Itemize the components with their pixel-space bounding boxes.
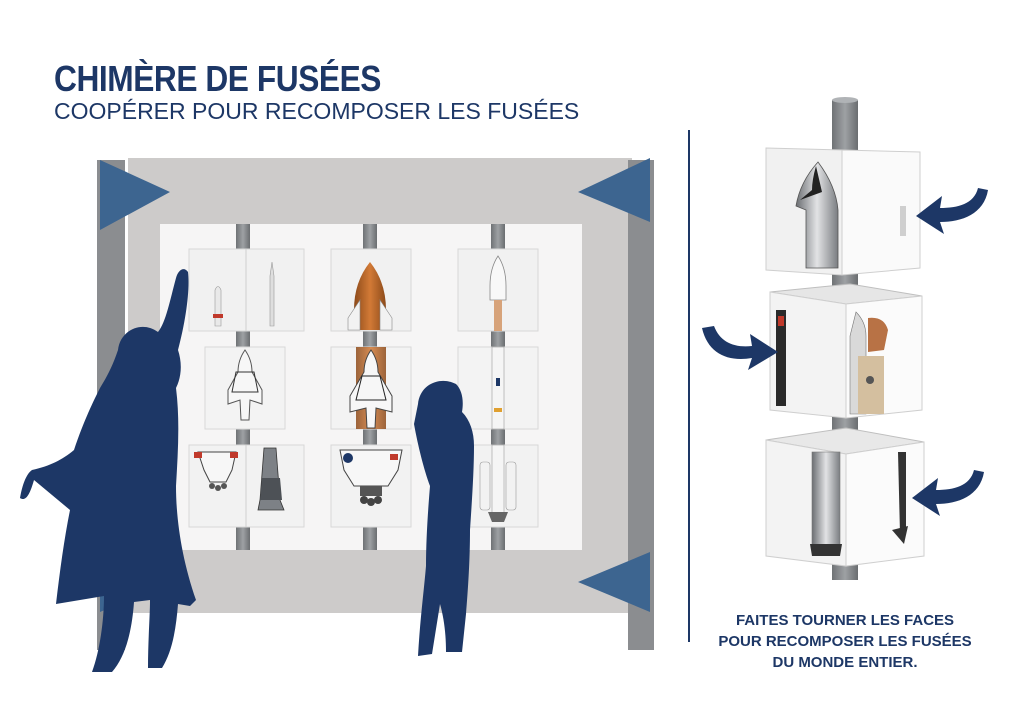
corner-bracket-bottom-right [578, 552, 650, 612]
detail-cube-bottom[interactable] [765, 427, 925, 567]
corner-bracket-top-left [100, 160, 170, 230]
rocket-icon [269, 261, 275, 327]
tile-c2-r2[interactable] [330, 346, 412, 430]
silhouette-child-icon [20, 269, 474, 672]
tile-c1-r3[interactable] [188, 444, 305, 528]
tile-c1-r2[interactable] [204, 346, 286, 430]
detail-cube-middle[interactable] [769, 283, 923, 419]
curved-arrow-icon [702, 188, 988, 516]
caption-line-1: FAITES TOURNER LES FACES [735, 612, 955, 629]
vertical-divider [688, 130, 690, 642]
page-subtitle: COOPÉRER POUR RECOMPOSER LES FUSÉES [54, 98, 580, 124]
corner-bracket-top-right [578, 158, 650, 222]
column-detail [765, 97, 925, 580]
tile-c2-r3[interactable] [330, 444, 412, 528]
instruction-caption: FAITES TOURNER LES FACES POUR RECOMPOSER… [700, 610, 990, 673]
tile-c3-r2[interactable] [457, 346, 539, 430]
external-tank-icon [354, 262, 386, 330]
detail-cube-top[interactable] [765, 147, 921, 276]
tile-c3-r1[interactable] [457, 248, 539, 332]
shuttle-icon [349, 349, 393, 429]
rocket-icon [214, 286, 222, 327]
rocket-icon [795, 161, 839, 269]
caption-line-2: POUR RECOMPOSER LES FUSÉES [718, 633, 972, 650]
page-title: CHIMÈRE DE FUSÉES [54, 58, 381, 99]
shuttle-icon [227, 349, 263, 421]
tile-c2-r1[interactable] [330, 248, 412, 332]
caption-line-3: DU MONDE ENTIER. [772, 654, 918, 671]
tile-c1-r1[interactable] [188, 248, 305, 332]
rocket-tiles [188, 248, 539, 528]
